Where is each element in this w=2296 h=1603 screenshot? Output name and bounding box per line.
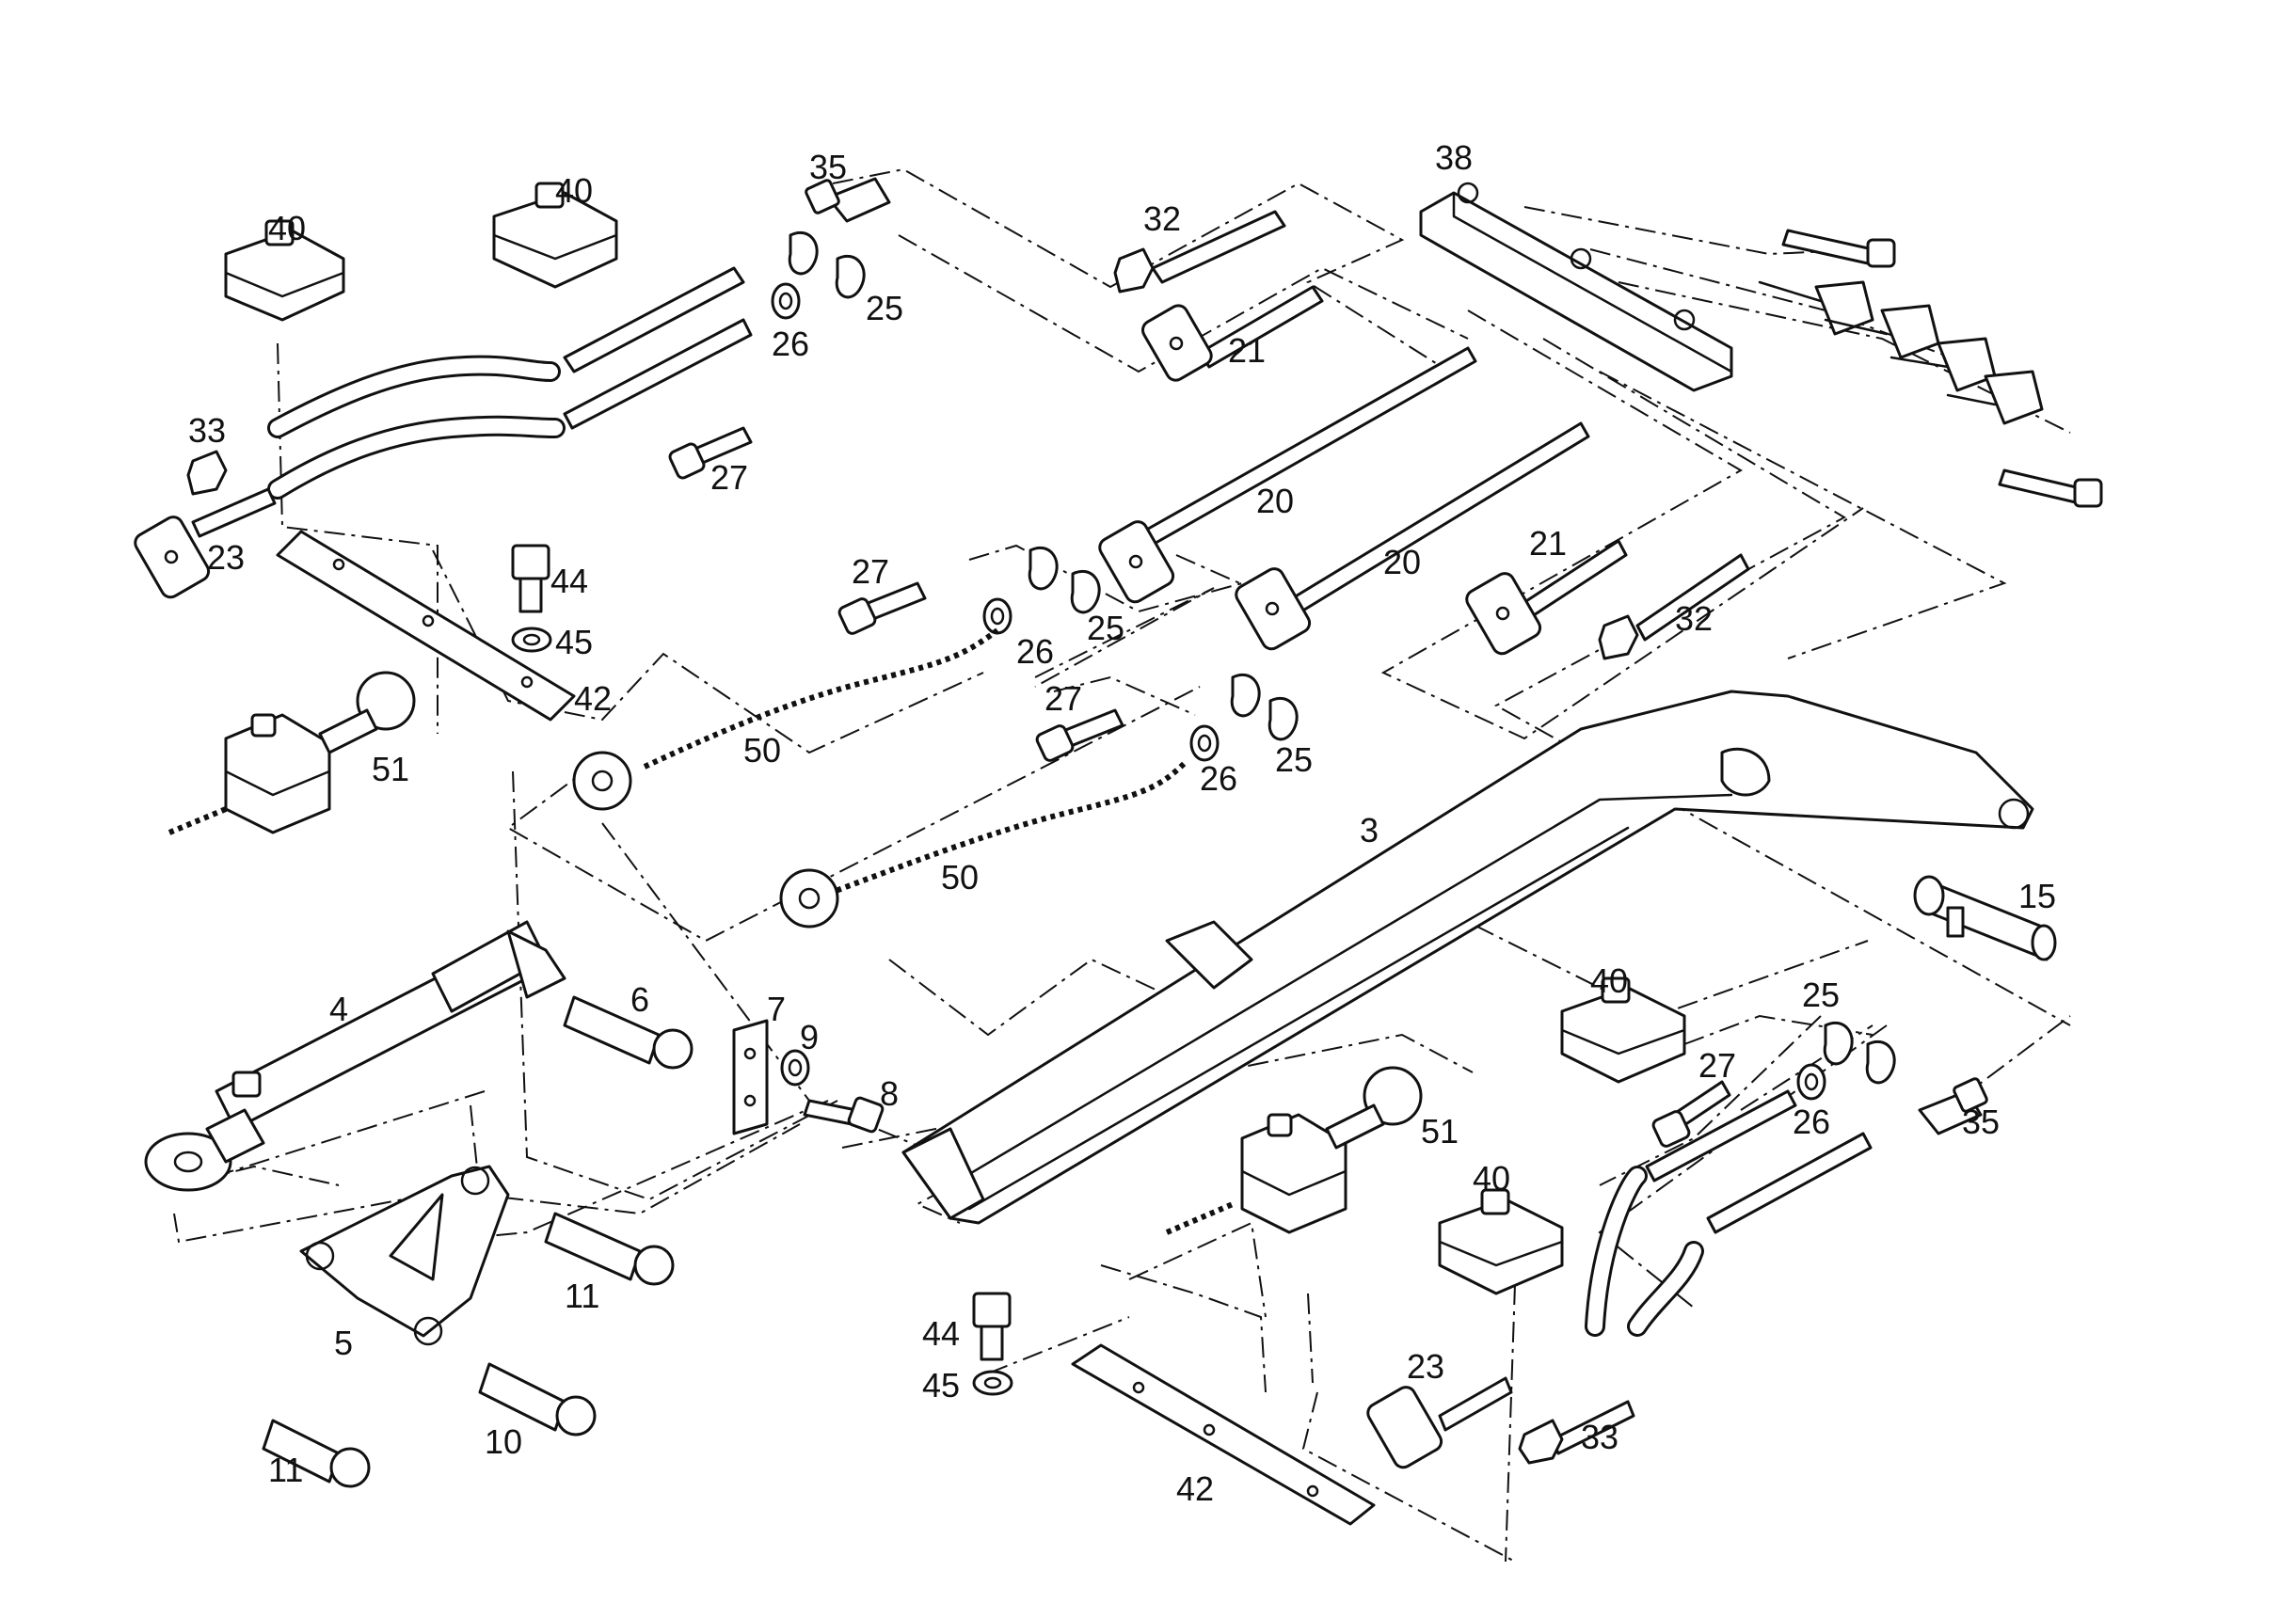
callout-23: 23 <box>1407 1347 1444 1386</box>
distributor-block <box>1419 182 1733 392</box>
leader-lines <box>173 167 2071 1563</box>
callout-26: 26 <box>1016 632 1054 671</box>
elbow-fittings <box>1758 280 2044 425</box>
main-arm <box>901 690 2034 1225</box>
callout-26: 26 <box>772 325 809 363</box>
callout-4: 4 <box>329 990 348 1028</box>
callout-21: 21 <box>1529 524 1567 563</box>
callout-10: 10 <box>485 1422 522 1461</box>
callout-40: 40 <box>1590 961 1628 1000</box>
callout-33: 33 <box>188 411 226 450</box>
callout-26: 26 <box>1200 759 1237 798</box>
callout-33: 33 <box>1581 1418 1618 1456</box>
brackets <box>276 530 1376 1526</box>
callout-7: 7 <box>767 990 786 1028</box>
bolts <box>186 177 2103 1465</box>
callout-25: 25 <box>1087 609 1124 647</box>
callout-42: 42 <box>1176 1469 1214 1508</box>
callout-51: 51 <box>1421 1112 1459 1151</box>
callout-20: 20 <box>1383 543 1421 581</box>
spring-hoses <box>572 627 1188 928</box>
flanges <box>134 304 1542 1469</box>
callout-9: 9 <box>800 1018 819 1056</box>
callout-26: 26 <box>1793 1103 1830 1141</box>
callout-35: 35 <box>809 148 847 186</box>
callout-44: 44 <box>922 1314 960 1353</box>
callout-5: 5 <box>334 1324 353 1362</box>
callout-35: 35 <box>1962 1103 2000 1141</box>
callout-44: 44 <box>550 562 588 600</box>
callout-27: 27 <box>852 552 889 591</box>
callout-51: 51 <box>372 750 409 788</box>
callout-45: 45 <box>922 1366 960 1405</box>
callout-27: 27 <box>710 458 748 497</box>
callout-40: 40 <box>1473 1159 1510 1198</box>
callout-27: 27 <box>1044 679 1082 718</box>
callout-11: 11 <box>565 1277 599 1315</box>
clamp-blocks <box>167 713 1347 1235</box>
pin-15 <box>1913 875 2057 961</box>
callout-38: 38 <box>1435 138 1473 177</box>
callout-42: 42 <box>574 679 612 718</box>
callout-labels: 40 40 35 32 38 26 25 21 33 27 23 20 20 2… <box>188 138 2056 1508</box>
callout-20: 20 <box>1256 482 1294 520</box>
hose-lines <box>267 355 1704 1337</box>
callout-11: 11 <box>268 1451 303 1489</box>
callout-27: 27 <box>1698 1046 1736 1085</box>
callout-6: 6 <box>630 980 649 1019</box>
callout-25: 25 <box>1275 740 1313 779</box>
link-bracket <box>299 1165 510 1346</box>
callout-40: 40 <box>555 171 593 210</box>
clamps <box>224 182 1686 1295</box>
callout-45: 45 <box>555 623 593 661</box>
clips <box>788 230 1896 1085</box>
pins <box>262 995 694 1488</box>
callout-32: 32 <box>1143 199 1181 238</box>
plate-7 <box>732 1019 769 1135</box>
callout-40: 40 <box>268 209 306 247</box>
callout-50: 50 <box>941 858 979 897</box>
callout-25: 25 <box>866 289 903 327</box>
callout-50: 50 <box>743 731 781 770</box>
callout-8: 8 <box>880 1074 899 1113</box>
callout-32: 32 <box>1675 599 1713 638</box>
callout-25: 25 <box>1802 976 1840 1014</box>
callout-15: 15 <box>2018 877 2056 915</box>
swivel-fittings <box>318 671 1423 1150</box>
callout-3: 3 <box>1360 811 1379 849</box>
hydraulic-cylinder <box>144 920 566 1192</box>
callout-23: 23 <box>207 538 245 577</box>
callout-21: 21 <box>1228 331 1266 370</box>
